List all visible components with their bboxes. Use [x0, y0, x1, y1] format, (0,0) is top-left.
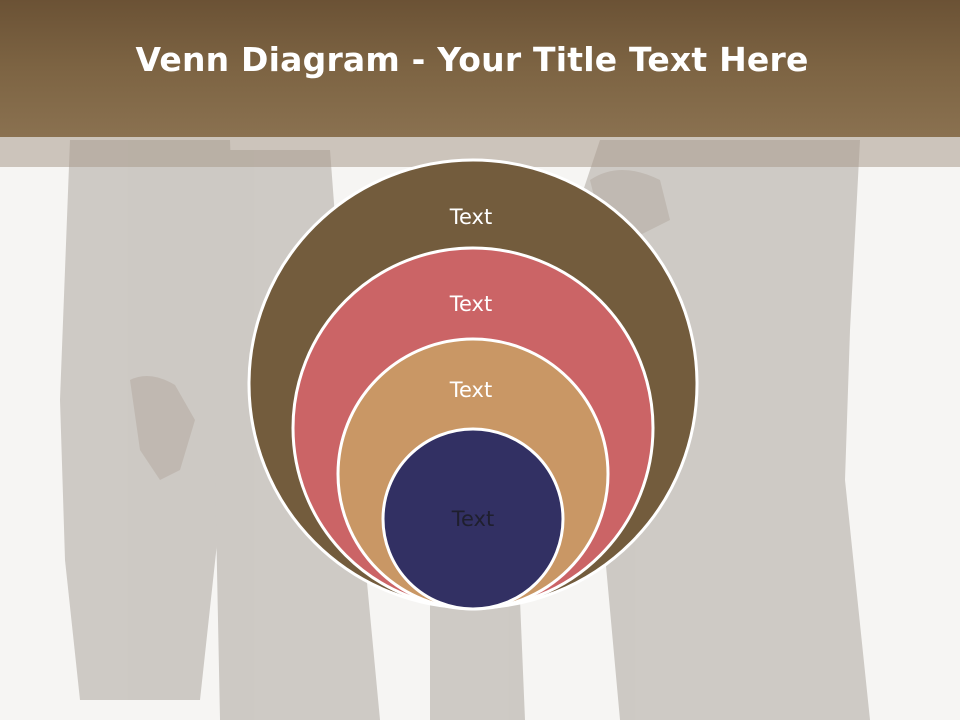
inner-circle[interactable] — [381, 427, 565, 611]
title-bar — [0, 0, 960, 137]
slide-title: Venn Diagram - Your Title Text Here — [0, 40, 944, 79]
third-circle-label: Text — [449, 378, 492, 402]
second-circle-label: Text — [449, 292, 492, 316]
inner-circle-label: Text — [451, 507, 494, 531]
title-bold-part: Venn Diagram — [135, 40, 400, 79]
title-rest-part: - Your Title Text Here — [399, 40, 809, 79]
outer-circle-label: Text — [449, 205, 492, 229]
